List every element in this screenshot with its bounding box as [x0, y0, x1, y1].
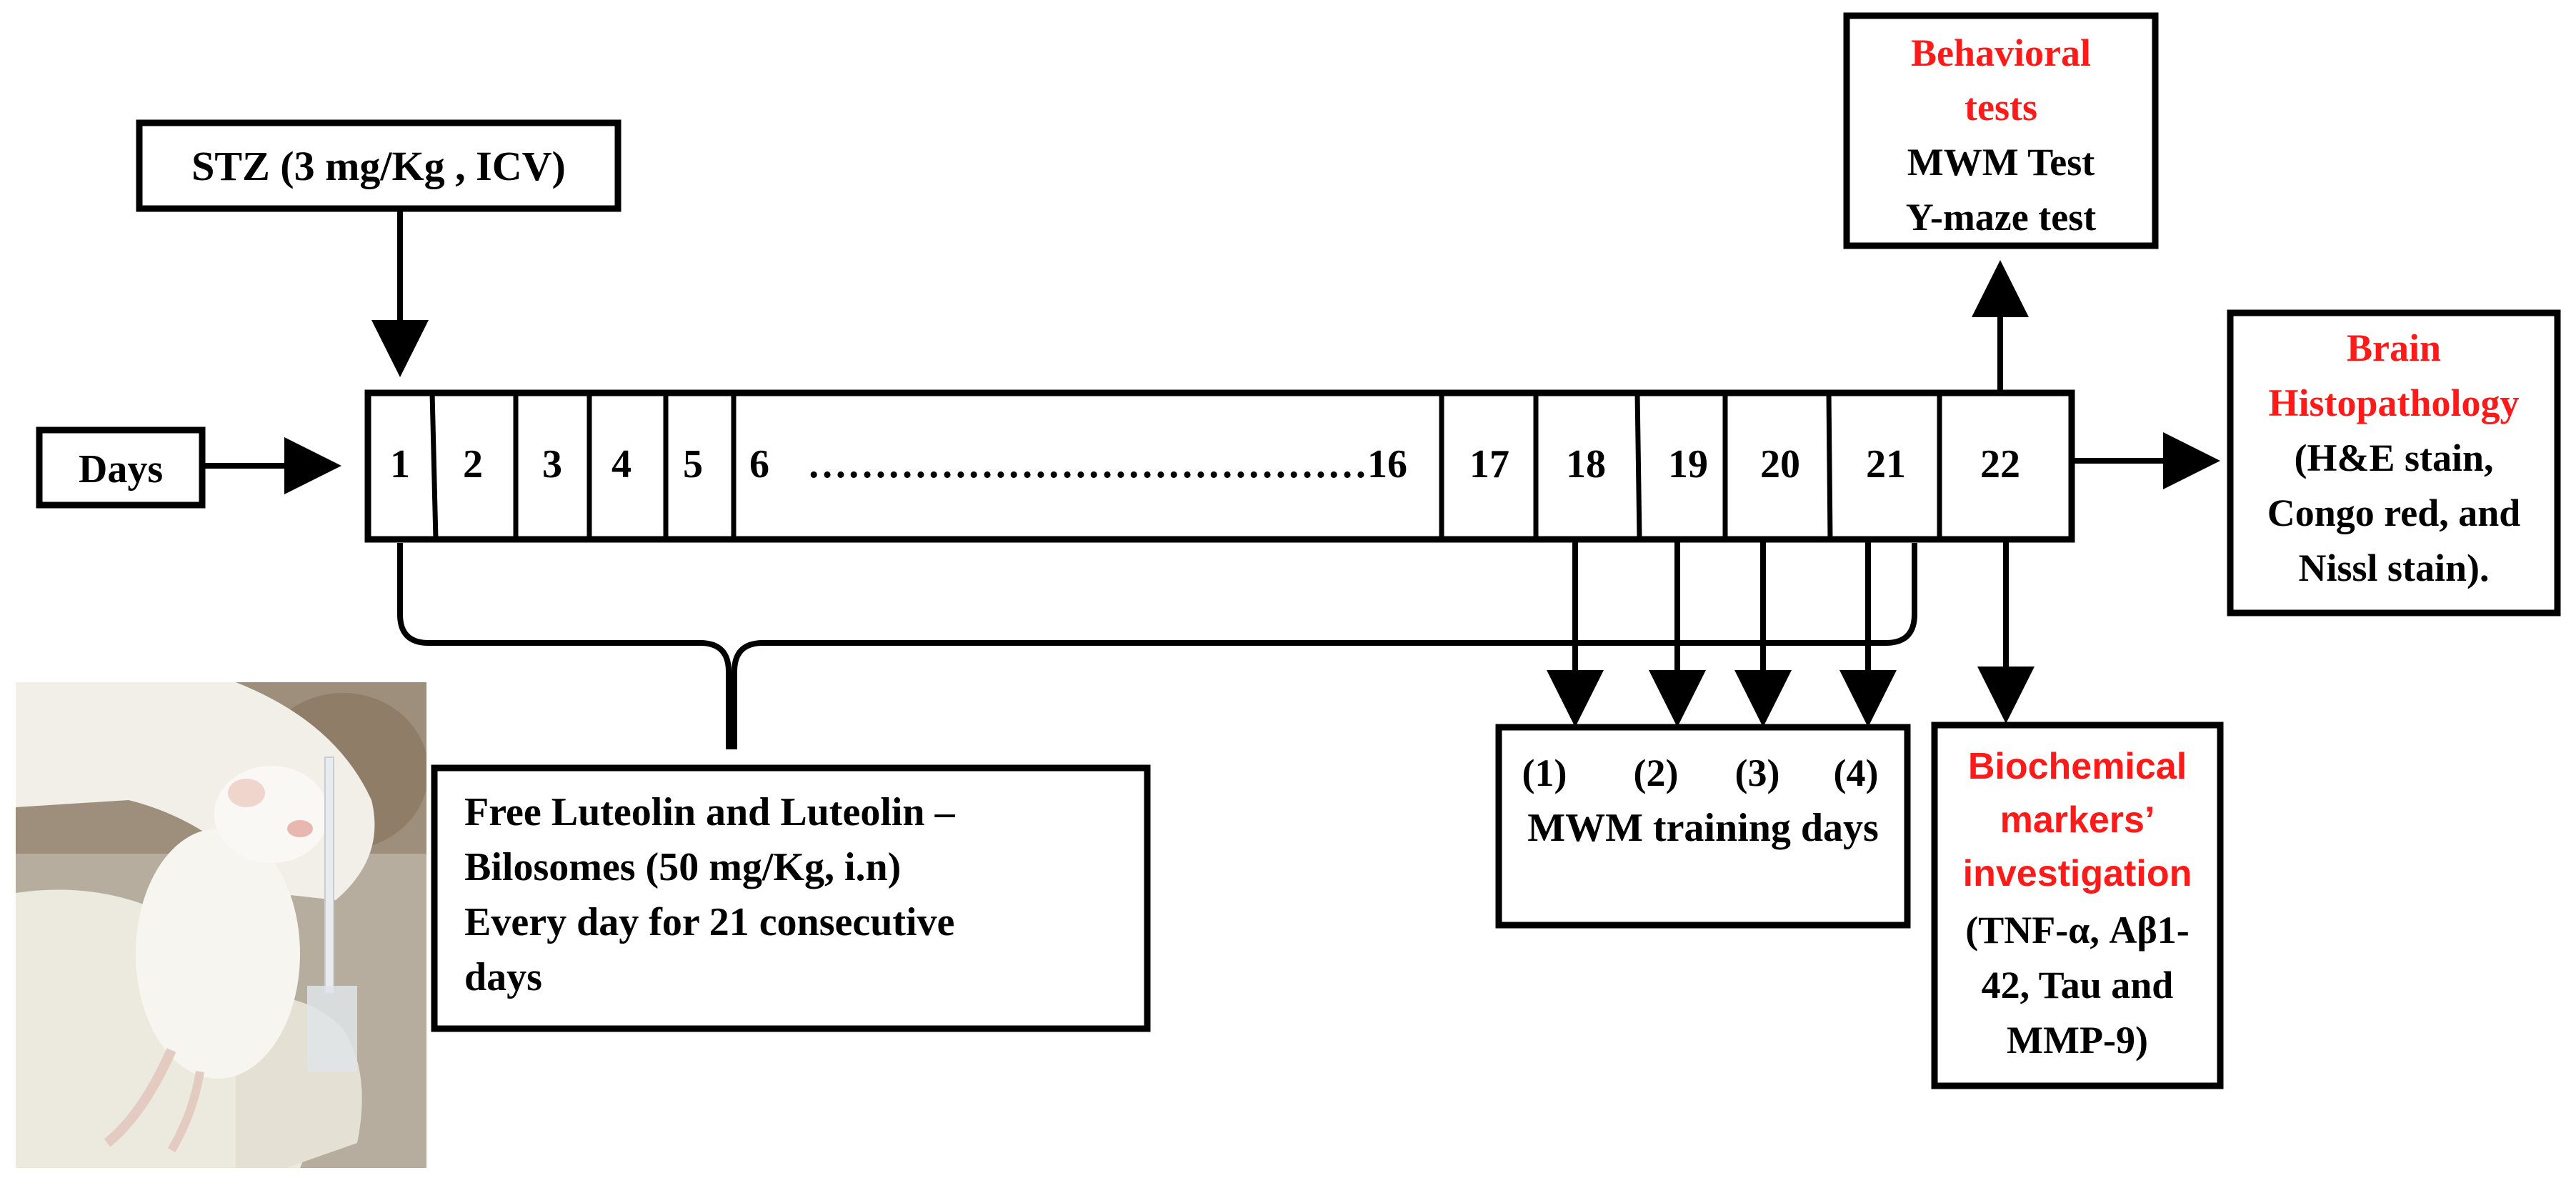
biochemical-item-2: 42, Tau and	[1982, 964, 2174, 1007]
day-cell-20: 20	[1760, 442, 1800, 486]
treatment-box: Free Luteolin and Luteolin – Bilosomes (…	[431, 764, 1151, 1032]
histopathology-item-3: Nissl stain).	[2298, 546, 2489, 589]
histopathology-title-2: Histopathology	[2268, 381, 2519, 424]
training-day-4: (4)	[1834, 752, 1879, 794]
treatment-line-4: days	[464, 955, 542, 999]
biochemical-title-3: investigation	[1963, 853, 2192, 894]
biochemical-box: Biochemical markers’ investigation (TNF-…	[1931, 722, 2224, 1089]
day-cell-19: 19	[1668, 442, 1708, 486]
treatment-line-1: Free Luteolin and Luteolin –	[464, 790, 956, 834]
day-cell-4: 4	[611, 442, 631, 486]
behavioral-item-1: MWM Test	[1907, 141, 2095, 184]
timeline-bar: 1 2 3 4 5 6 ……………………………………16 17 18 19 20…	[364, 389, 2075, 543]
stz-box: STZ (3 mg/Kg , ICV)	[136, 119, 621, 212]
training-day-2: (2)	[1634, 752, 1679, 794]
stz-label: STZ (3 mg/Kg , ICV)	[191, 143, 566, 189]
histopathology-box: Brain Histopathology (H&E stain, Congo r…	[2227, 309, 2561, 617]
day-cell-22: 22	[1980, 442, 2020, 486]
days-box: Days	[36, 426, 206, 509]
training-day-1: (1)	[1522, 752, 1567, 794]
mouse-intranasal-photo	[16, 682, 426, 1168]
treatment-brace	[397, 543, 1917, 749]
day-cell-3: 3	[542, 442, 562, 486]
behavioral-title-2: tests	[1965, 86, 2037, 129]
biochemical-item-1: (TNF-α, Aβ1-	[1965, 909, 2190, 952]
training-day-3: (3)	[1735, 752, 1780, 794]
day-cell-6: 6	[749, 442, 769, 486]
day-cell-17: 17	[1469, 442, 1509, 486]
behavioral-title-1: Behavioral	[1911, 31, 2091, 74]
day-cell-2: 2	[463, 442, 483, 486]
day-cell-18: 18	[1566, 442, 1606, 486]
day-ellipsis-16: ……………………………………16	[807, 442, 1407, 486]
behavioral-box: Behavioral tests MWM Test Y-maze test	[1843, 12, 2159, 249]
day-cell-5: 5	[683, 442, 703, 486]
histopathology-item-1: (H&E stain,	[2294, 436, 2493, 479]
mwm-training-box: (1) (2) (3) (4) MWM training days	[1495, 724, 1911, 929]
days-label: Days	[79, 447, 163, 491]
day-cell-1: 1	[390, 442, 410, 486]
mwm-training-label: MWM training days	[1527, 806, 1879, 850]
biochemical-item-3: MMP-9)	[2007, 1019, 2148, 1062]
histopathology-title-1: Brain	[2347, 326, 2441, 369]
biochemical-title-2: markers’	[2000, 799, 2155, 841]
treatment-line-3: Every day for 21 consecutive	[464, 900, 954, 944]
treatment-line-2: Bilosomes (50 mg/Kg, i.n)	[464, 845, 901, 889]
biochemical-title-1: Biochemical	[1968, 746, 2187, 787]
day-cell-21: 21	[1866, 442, 1906, 486]
histopathology-item-2: Congo red, and	[2267, 491, 2521, 534]
behavioral-item-2: Y-maze test	[1906, 196, 2096, 239]
